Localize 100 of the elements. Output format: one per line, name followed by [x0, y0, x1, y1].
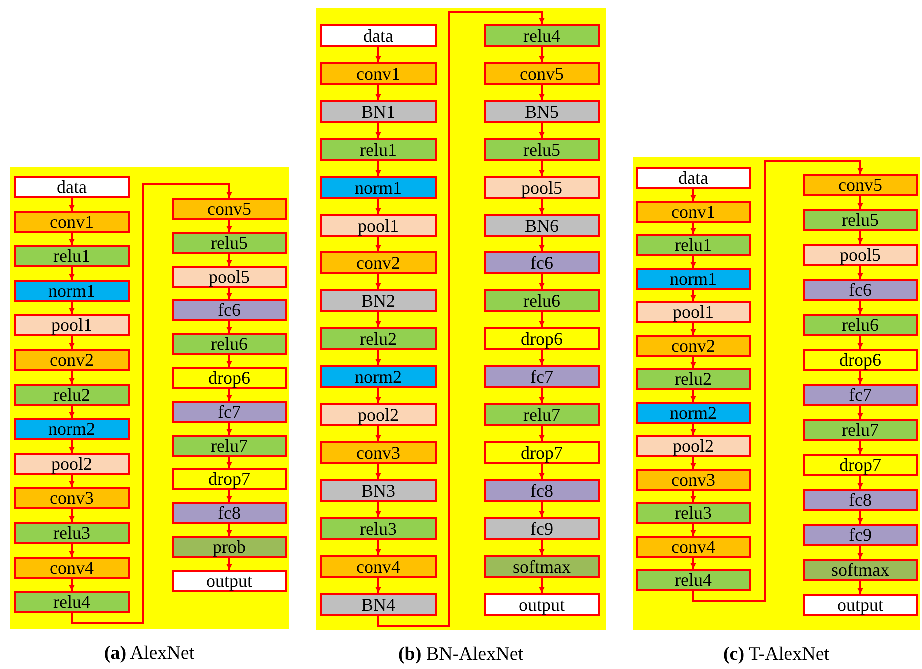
layer-box: conv5: [803, 174, 918, 196]
arrow: [376, 540, 382, 555]
arrow: [226, 490, 232, 502]
arrow: [226, 288, 232, 299]
layer-box: relu3: [320, 517, 437, 540]
arrow: [539, 199, 545, 214]
arrow: [226, 355, 232, 367]
arrow: [539, 274, 545, 289]
arrow: [858, 196, 864, 209]
arrow: [858, 266, 864, 279]
arrow: [376, 578, 382, 593]
layer-box: relu6: [803, 314, 918, 336]
layer-box: conv4: [320, 555, 437, 578]
arrow: [858, 546, 864, 559]
layer-box: relu2: [320, 327, 437, 350]
arrow: [690, 357, 696, 368]
arrow: [539, 85, 545, 100]
layer-box: BN3: [320, 479, 437, 502]
layer-box: relu5: [803, 209, 918, 231]
layer-box: relu6: [484, 289, 600, 312]
arrow: [690, 491, 696, 502]
layer-box: fc7: [803, 384, 918, 406]
layer-box: fc6: [803, 279, 918, 301]
arrow: [378, 11, 545, 627]
layer-box: pool2: [320, 403, 437, 426]
layer-box: softmax: [484, 555, 600, 578]
layer-box: fc7: [484, 365, 600, 388]
layer-box: fc6: [484, 251, 600, 274]
arrow: [690, 256, 696, 268]
arrow: [690, 558, 696, 569]
layer-box: relu4: [636, 569, 751, 591]
layer-box: relu5: [172, 232, 287, 254]
arrow: [69, 509, 75, 522]
layer-box: relu1: [636, 234, 751, 256]
layer-box: norm2: [320, 365, 437, 388]
layer-box: fc8: [484, 479, 600, 502]
arrow: [376, 426, 382, 441]
layer-box: BN6: [484, 214, 600, 237]
layer-box: BN4: [320, 593, 437, 616]
arrow: [858, 476, 864, 489]
layer-box: relu2: [14, 384, 130, 406]
layer-box: fc9: [484, 517, 600, 540]
arrow: [376, 85, 382, 100]
layer-box: pool2: [636, 435, 751, 457]
layer-box: conv1: [320, 62, 437, 85]
arrow: [69, 579, 75, 591]
arrow: [376, 161, 382, 176]
arrow: [690, 323, 696, 335]
arrow: [539, 350, 545, 365]
arrow: [69, 544, 75, 557]
arrow: [858, 511, 864, 524]
layer-box: pool1: [320, 214, 437, 237]
arrow: [69, 406, 75, 418]
arrow: [69, 302, 75, 314]
layer-box: drop6: [484, 327, 600, 350]
layer-box: norm1: [320, 176, 437, 199]
arrow: [690, 524, 696, 536]
layer-box: pool1: [636, 301, 751, 323]
layer-box: data: [320, 24, 437, 47]
arrow: [376, 123, 382, 138]
arrow: [690, 390, 696, 402]
layer-box: output: [172, 570, 287, 592]
arrow: [376, 350, 382, 365]
arrow: [539, 388, 545, 403]
panel-caption: (c) T-AlexNet: [722, 644, 831, 666]
arrow: [69, 336, 75, 349]
arrow: [539, 578, 545, 593]
layer-box: output: [803, 594, 918, 616]
layer-box: relu4: [14, 591, 130, 613]
layer-box: drop7: [484, 441, 600, 464]
layer-box: norm2: [636, 402, 751, 424]
layer-box: drop6: [172, 367, 287, 389]
arrow: [71, 183, 232, 624]
arrow: [69, 233, 75, 245]
layer-box: norm1: [636, 268, 751, 290]
layer-box: relu7: [803, 419, 918, 441]
layer-box: conv5: [484, 62, 600, 85]
arrow: [226, 321, 232, 333]
panel-caption: (a) AlexNet: [103, 643, 196, 665]
arrow: [376, 274, 382, 289]
layer-box: relu2: [636, 368, 751, 390]
arrow: [226, 524, 232, 536]
layer-box: pool2: [14, 453, 130, 475]
arrow: [69, 440, 75, 453]
arrow: [226, 389, 232, 401]
layer-box: fc8: [172, 502, 287, 524]
arrow: [539, 123, 545, 138]
layer-box: conv1: [636, 201, 751, 223]
layer-box: BN1: [320, 100, 437, 123]
layer-box: conv5: [172, 198, 287, 220]
arrow: [690, 424, 696, 435]
arrow: [690, 457, 696, 469]
arrow: [376, 47, 382, 62]
layer-box: norm2: [14, 418, 130, 440]
layer-box: relu7: [484, 403, 600, 426]
arrow: [539, 312, 545, 327]
arrow: [376, 388, 382, 403]
layer-box: conv3: [14, 487, 130, 509]
arrow: [376, 237, 382, 251]
layer-box: prob: [172, 536, 287, 558]
